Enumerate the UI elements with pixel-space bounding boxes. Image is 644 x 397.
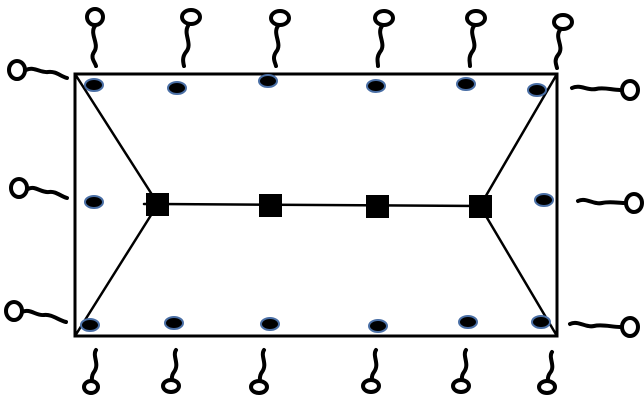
probe-lead <box>537 350 557 395</box>
connector-center-line <box>156 202 482 208</box>
side-dot <box>164 316 184 330</box>
probe-lead <box>7 59 69 81</box>
probe-leads-bottom <box>82 348 557 395</box>
side-dot <box>531 315 551 329</box>
probe-lead <box>4 300 68 324</box>
probe-leads-right <box>568 79 644 338</box>
square-node <box>366 195 389 218</box>
probe-leads-left <box>4 59 69 324</box>
probe-lead <box>161 348 181 394</box>
connector-bottom-left <box>73 202 160 338</box>
connector-top-right <box>478 72 559 208</box>
side-dot <box>456 77 476 91</box>
probe-lead <box>269 9 291 68</box>
probe-lead <box>9 177 69 200</box>
connector-top-left <box>73 72 160 206</box>
probe-lead <box>249 348 269 395</box>
side-dot <box>84 78 104 92</box>
probe-lead <box>85 7 105 68</box>
side-dot <box>260 317 280 331</box>
side-dot <box>458 315 478 329</box>
square-node <box>146 193 169 216</box>
probe-lead <box>180 8 202 68</box>
connector-bottom-right <box>478 204 559 338</box>
probe-lead <box>570 79 640 101</box>
probe-lead <box>82 348 100 395</box>
side-dot <box>534 193 554 207</box>
probe-lead <box>373 9 395 68</box>
side-dot <box>84 195 104 209</box>
probe-lead <box>451 348 471 394</box>
side-dots <box>80 74 554 333</box>
square-nodes <box>146 193 492 218</box>
probe-lead <box>576 192 644 214</box>
side-dot <box>368 319 388 333</box>
frame-rectangle <box>73 72 559 338</box>
probe-lead <box>465 9 487 68</box>
connector-lines <box>73 72 559 338</box>
probe-lead <box>552 13 574 70</box>
probe-lead <box>361 348 381 394</box>
side-dot <box>167 81 187 95</box>
side-dot <box>366 79 386 93</box>
side-dot <box>258 74 278 88</box>
side-dot <box>80 318 100 332</box>
square-node <box>469 195 492 218</box>
probe-lead <box>568 316 640 338</box>
side-dot <box>527 83 547 97</box>
square-node <box>259 194 282 217</box>
probe-leads-top <box>85 7 574 70</box>
